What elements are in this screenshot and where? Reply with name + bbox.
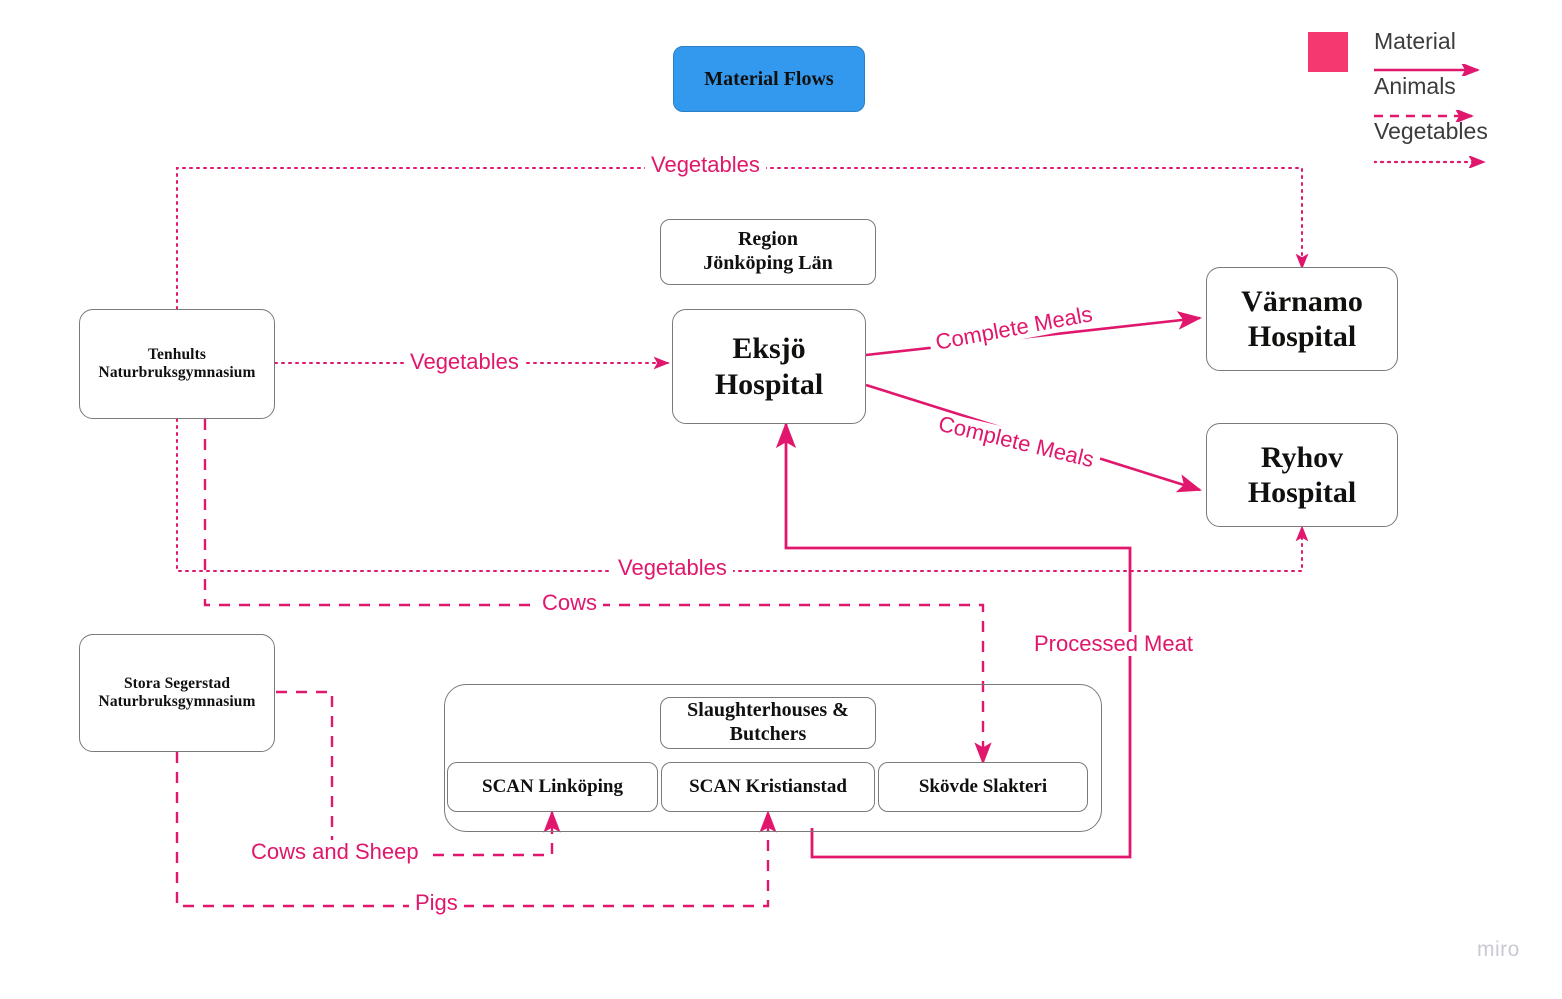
edge-label-vegetables-eksjo: Vegetables: [404, 349, 525, 375]
title-label: Material Flows: [704, 67, 834, 90]
node-eksjo-hospital[interactable]: Eksjö Hospital: [672, 309, 866, 424]
node-tenhults[interactable]: Tenhults Naturbruksgymnasium: [79, 309, 275, 419]
node-tenhults-line1: Tenhults: [148, 345, 206, 363]
node-eksjo-line2: Hospital: [714, 367, 824, 401]
node-ryhov-line1: Ryhov: [1260, 440, 1344, 474]
edge-label-complete-meals-varnamo: Complete Meals: [927, 301, 1101, 356]
node-stora-line2: Naturbruksgymnasium: [98, 693, 256, 710]
node-eksjo-line1: Eksjö: [732, 332, 806, 366]
legend-label-animals: Animals: [1374, 73, 1456, 99]
node-group-line1: Slaughterhouses &: [687, 699, 849, 722]
edge-label-vegetables-ryhov: Vegetables: [612, 555, 733, 581]
node-slaughterhouses-butchers-label[interactable]: Slaughterhouses & Butchers: [660, 697, 876, 749]
legend: Material Animals Vegetables: [1308, 28, 1548, 168]
legend-line-animals-icon: [1374, 110, 1474, 122]
legend-line-material-icon: [1374, 64, 1480, 76]
node-skovde-slakteri-label: Skövde Slakteri: [918, 775, 1048, 797]
node-region-jonkoping-lan[interactable]: Region Jönköping Län: [660, 219, 876, 285]
node-scan-kristianstad[interactable]: SCAN Kristianstad: [661, 762, 875, 812]
legend-line-vegetables-icon: [1374, 156, 1486, 168]
node-ryhov-line2: Hospital: [1247, 476, 1357, 509]
edge-label-pigs: Pigs: [409, 890, 464, 916]
node-tenhults-line2: Naturbruksgymnasium: [98, 364, 256, 381]
edge-label-complete-meals-ryhov: Complete Meals: [930, 410, 1103, 474]
node-scan-linkoping-label: SCAN Linköping: [482, 775, 623, 797]
node-region-line1: Region: [737, 228, 798, 251]
title-badge[interactable]: Material Flows: [673, 46, 865, 112]
edge-label-cows: Cows: [536, 590, 604, 616]
edge-label-cows-and-sheep: Cows and Sheep: [245, 839, 425, 865]
node-varnamo-hospital[interactable]: Värnamo Hospital: [1206, 267, 1398, 371]
edge-label-processed-meat: Processed Meat: [1028, 631, 1199, 657]
node-scan-kristianstad-label: SCAN Kristianstad: [689, 775, 847, 797]
edge-label-vegetables-varnamo: Vegetables: [645, 152, 766, 178]
node-stora-segerstad[interactable]: Stora Segerstad Naturbruksgymnasium: [79, 634, 275, 752]
node-varnamo-line1: Värnamo: [1241, 284, 1363, 318]
legend-label-material: Material: [1374, 28, 1456, 54]
node-ryhov-hospital[interactable]: Ryhov Hospital: [1206, 423, 1398, 527]
legend-color-swatch: [1308, 32, 1348, 72]
node-varnamo-line2: Hospital: [1247, 320, 1357, 353]
node-region-line2: Jönköping Län: [703, 252, 833, 274]
node-scan-linkoping[interactable]: SCAN Linköping: [447, 762, 658, 812]
node-skovde-slakteri[interactable]: Skövde Slakteri: [878, 762, 1088, 812]
node-group-slaughterhouses[interactable]: [444, 684, 1102, 832]
miro-watermark: miro: [1477, 938, 1520, 961]
node-stora-line1: Stora Segerstad: [123, 674, 231, 692]
node-group-line2: Butchers: [729, 723, 807, 745]
legend-label-vegetables: Vegetables: [1374, 118, 1488, 144]
edge-vegetables-ryhov: [176, 418, 1309, 572]
